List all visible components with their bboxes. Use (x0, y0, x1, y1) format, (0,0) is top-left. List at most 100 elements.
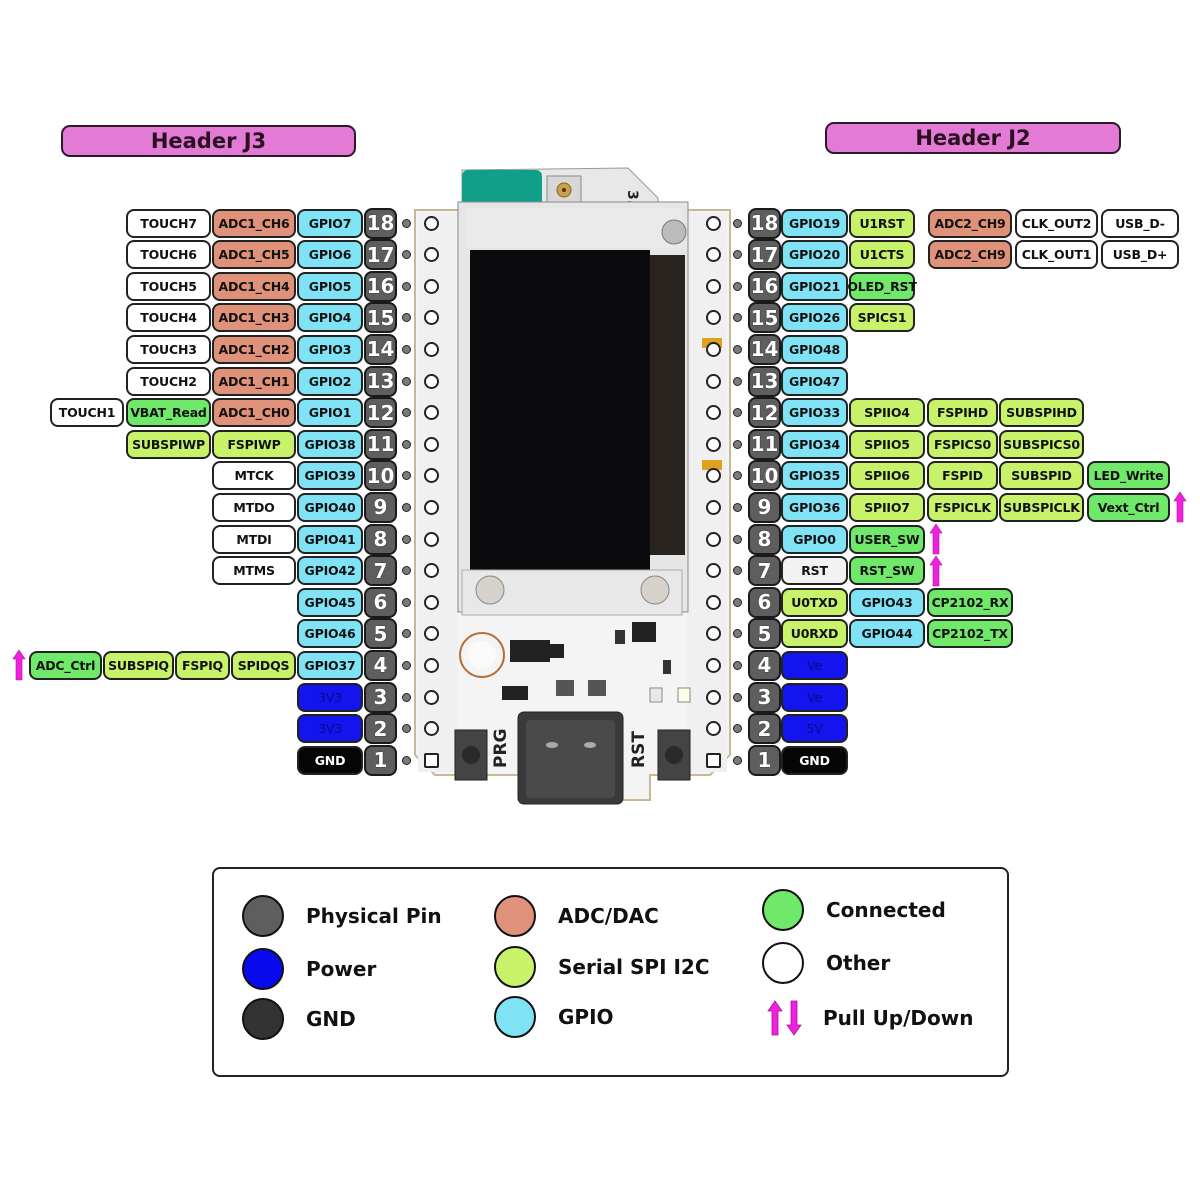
left-pin-11-label-fspiwp: FSPIWP (212, 429, 296, 459)
left-physical-pin-18: 18 (364, 207, 397, 239)
left-physical-pin-5: 5 (364, 618, 397, 650)
right-pin-17-label-gpio20: GPIO20 (781, 240, 848, 270)
board-through-hole (424, 215, 439, 231)
right-pin-5-label-cp2102-tx: CP2102_TX (927, 619, 1013, 649)
board-through-hole (706, 436, 721, 452)
board-through-hole (706, 310, 721, 326)
left-pin-7-label-gpio42: GPIO42 (297, 556, 363, 586)
pin-connector-dot (402, 250, 411, 260)
left-pin-18-label-adc1-ch6: ADC1_CH6 (212, 208, 296, 238)
legend: Physical Pin Power GND ADC/DAC Serial SP… (212, 867, 1009, 1077)
right-pin-18-label-usb-d: USB_D- (1101, 208, 1179, 238)
adc-swatch (494, 895, 536, 937)
pin-connector-dot (733, 313, 742, 323)
left-physical-pin-16: 16 (364, 270, 397, 302)
left-physical-pin-1: 1 (364, 744, 397, 776)
right-physical-pin-12: 12 (748, 397, 781, 429)
right-pin-9-label-spiio7: SPIIO7 (849, 492, 925, 522)
right-pin-6-label-u0txd: U0TXD (781, 587, 848, 617)
left-physical-pin-14: 14 (364, 333, 397, 365)
left-pin-4-label-gpio37: GPIO37 (297, 650, 363, 680)
right-pin-12-label-fspihd: FSPIHD (927, 398, 998, 428)
right-pin-18-label-adc2-ch9: ADC2_CH9 (928, 208, 1012, 238)
left-pin-5-label-gpio46: GPIO46 (297, 619, 363, 649)
left-physical-pin-10: 10 (364, 460, 397, 492)
left-pin-4-pull-up-icon (12, 649, 26, 681)
board-through-hole (424, 626, 439, 642)
left-physical-pin-2: 2 (364, 713, 397, 745)
left-pin-13-label-touch2: TOUCH2 (126, 366, 211, 396)
left-pin-3-label-3v3: 3V3 (297, 682, 363, 712)
left-physical-pin-13: 13 (364, 365, 397, 397)
right-physical-pin-17: 17 (748, 239, 781, 271)
right-physical-pin-3: 3 (748, 681, 781, 713)
left-pin-16-label-adc1-ch4: ADC1_CH4 (212, 271, 296, 301)
left-pin-17-label-adc1-ch5: ADC1_CH5 (212, 240, 296, 270)
right-pin-9-label-subspiclk: SUBSPICLK (999, 492, 1084, 522)
legend-item-gpio: GPIO (494, 996, 614, 1038)
board-through-hole (706, 752, 721, 768)
board-through-hole (424, 405, 439, 421)
pin-connector-dot (402, 502, 411, 512)
pin-connector-dot (402, 218, 411, 228)
right-pin-5-label-u0rxd: U0RXD (781, 619, 848, 649)
right-pin-17-label-usb-d: USB_D+ (1101, 240, 1179, 270)
right-pin-18-label-clk-out2: CLK_OUT2 (1015, 208, 1098, 238)
left-physical-pin-12: 12 (364, 397, 397, 429)
board-through-hole (706, 499, 721, 515)
pin-connector-dot (402, 439, 411, 449)
right-pin-10-label-led-write: LED_Write (1087, 461, 1170, 491)
right-pin-10-label-fspid: FSPID (927, 461, 998, 491)
left-pin-14-label-gpio3: GPIO3 (297, 334, 363, 364)
right-pin-11-label-spiio5: SPIIO5 (849, 429, 925, 459)
left-pin-2-label-3v3: 3V3 (297, 714, 363, 744)
right-physical-pin-8: 8 (748, 523, 781, 555)
gnd-swatch (242, 998, 284, 1040)
right-physical-pin-6: 6 (748, 586, 781, 618)
board-through-hole (424, 247, 439, 263)
left-pin-10-label-gpio39: GPIO39 (297, 461, 363, 491)
pin-connector-dot (402, 471, 411, 481)
pin-connector-dot (402, 597, 411, 607)
legend-item-pull: Pull Up/Down (767, 999, 974, 1037)
board-through-hole (706, 468, 721, 484)
left-pin-12-label-vbat-read: VBAT_Read (126, 398, 211, 428)
left-pin-15-label-touch4: TOUCH4 (126, 303, 211, 333)
left-pin-7-label-mtms: MTMS (212, 556, 296, 586)
board-through-hole (706, 563, 721, 579)
physical-pin-swatch (242, 895, 284, 937)
right-pin-7-label-rst-sw: RST_SW (849, 556, 925, 586)
pin-connector-dot (733, 408, 742, 418)
left-pin-16-label-gpio5: GPIO5 (297, 271, 363, 301)
pin-connector-dot (733, 344, 742, 354)
left-physical-pin-17: 17 (364, 239, 397, 271)
pin-connector-dot (402, 724, 411, 734)
left-pin-13-label-adc1-ch1: ADC1_CH1 (212, 366, 296, 396)
board-through-hole (424, 373, 439, 389)
legend-item-physical-pin: Physical Pin (242, 895, 442, 937)
right-pin-18-label-u1rst: U1RST (849, 208, 915, 238)
left-pin-4-label-subspiq: SUBSPIQ (103, 650, 174, 680)
right-pin-6-label-cp2102-rx: CP2102_RX (927, 587, 1013, 617)
left-pin-9-label-mtdo: MTDO (212, 492, 296, 522)
pin-connector-dot (733, 471, 742, 481)
right-pin-11-label-gpio34: GPIO34 (781, 429, 848, 459)
left-pin-15-label-gpio4: GPIO4 (297, 303, 363, 333)
left-pin-12-label-touch1: TOUCH1 (50, 398, 124, 428)
right-physical-pin-14: 14 (748, 333, 781, 365)
right-pin-9-label-gpio36: GPIO36 (781, 492, 848, 522)
pin-connector-dot (733, 439, 742, 449)
pin-connector-dot (402, 344, 411, 354)
left-physical-pin-11: 11 (364, 428, 397, 460)
legend-item-connected: Connected (762, 889, 946, 931)
board-through-hole (706, 657, 721, 673)
right-pin-17-label-clk-out1: CLK_OUT1 (1015, 240, 1098, 270)
pin-connector-dot (402, 629, 411, 639)
right-physical-pin-2: 2 (748, 713, 781, 745)
right-pin-16-label-oled-rst: OLED_RST (847, 271, 917, 301)
legend-item-adc: ADC/DAC (494, 895, 659, 937)
board-through-hole (706, 278, 721, 294)
left-pin-1-label-gnd: GND (297, 745, 363, 775)
right-pin-3-label-ve: Ve (781, 682, 848, 712)
right-physical-pin-5: 5 (748, 618, 781, 650)
